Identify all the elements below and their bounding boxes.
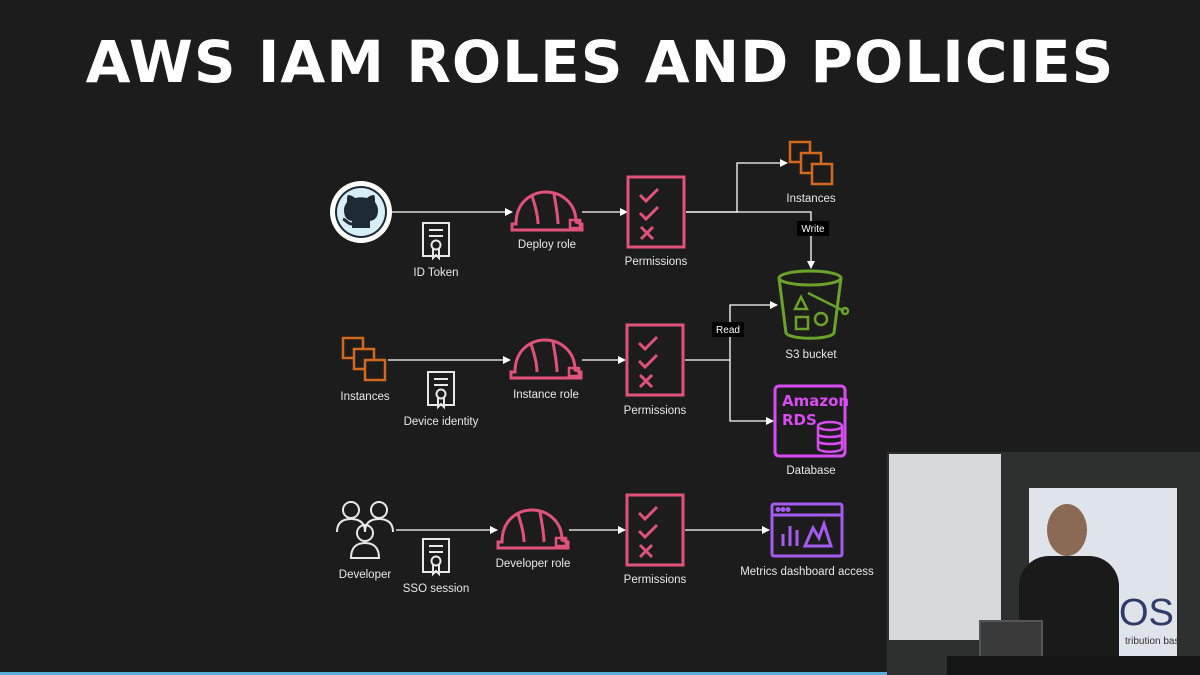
table	[947, 656, 1200, 675]
svg-text:Write: Write	[801, 224, 825, 235]
speaker-video: OS tribution based	[887, 452, 1200, 675]
id-token-label: ID Token	[413, 267, 458, 279]
instances-target-icon	[788, 140, 834, 186]
id-token-certificate-icon	[422, 222, 450, 259]
device-identity-label: Device identity	[404, 416, 479, 428]
developer-role-label: Developer role	[496, 558, 571, 570]
permissions-checklist-icon	[625, 493, 685, 567]
rds-icon: Amazon RDS	[773, 384, 849, 458]
sso-session-label: SSO session	[403, 583, 469, 595]
developer-label: Developer	[339, 569, 392, 581]
instances-source-label: Instances	[340, 391, 389, 403]
banner-text: OS	[1119, 592, 1174, 634]
s3-bucket-icon	[777, 269, 850, 340]
permissions-label-3: Permissions	[624, 574, 687, 586]
banner-small-text: tribution based	[1125, 636, 1191, 647]
developer-role-helmet-icon	[496, 508, 570, 550]
instance-role-label: Instance role	[513, 389, 579, 401]
deploy-role-label: Deploy role	[518, 239, 576, 251]
edges	[388, 159, 815, 534]
speaker-head	[1047, 504, 1087, 556]
projector-screen	[889, 454, 1001, 640]
s3-bucket-label: S3 bucket	[785, 349, 837, 361]
edge-permissions-to-s3-write	[686, 211, 815, 269]
github-icon	[330, 181, 392, 243]
progress-bar	[0, 672, 887, 675]
edge-label-read: Read	[712, 322, 744, 337]
edge-label-write: Write	[797, 221, 829, 236]
permissions-checklist-icon	[625, 323, 685, 397]
rds-badge-amazon: Amazon	[782, 392, 849, 410]
instances-target-label: Instances	[786, 193, 835, 205]
rds-badge-rds: RDS	[782, 411, 817, 429]
deploy-role-helmet-icon	[510, 190, 584, 232]
edge-permissions-to-database	[729, 360, 774, 425]
dashboard-icon	[770, 502, 844, 558]
instances-source-icon	[341, 336, 387, 382]
slide-title: AWS IAM ROLES AND POLICIES	[85, 28, 1115, 96]
device-identity-certificate-icon	[427, 371, 455, 408]
permissions-checklist-icon	[626, 175, 686, 249]
permissions-label-2: Permissions	[624, 405, 687, 417]
developer-users-icon	[336, 501, 394, 559]
database-label: Database	[786, 465, 835, 477]
permissions-label-1: Permissions	[625, 256, 688, 268]
sso-session-certificate-icon	[422, 538, 450, 575]
svg-text:Read: Read	[716, 325, 740, 336]
instance-role-helmet-icon	[509, 338, 583, 380]
metrics-dashboard-label: Metrics dashboard access	[740, 566, 874, 578]
edge-permissions-to-instances	[686, 159, 788, 213]
